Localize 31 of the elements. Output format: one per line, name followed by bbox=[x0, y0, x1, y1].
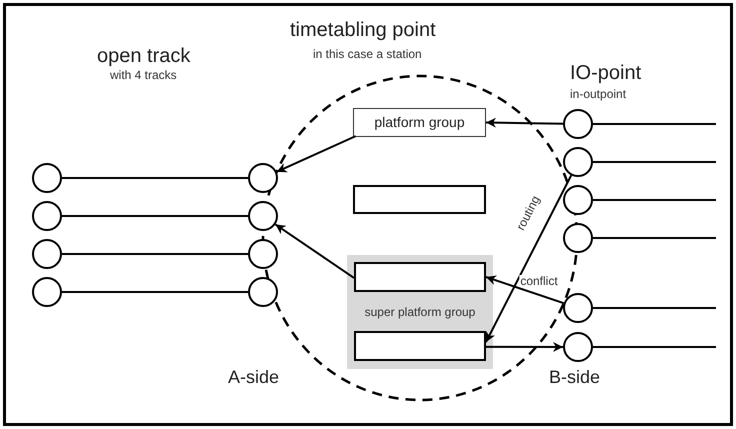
track-line bbox=[62, 177, 248, 179]
track-line bbox=[62, 291, 248, 293]
subheading: in this case a station bbox=[313, 48, 422, 60]
track-line bbox=[62, 215, 248, 217]
edge-label: conflict bbox=[519, 275, 559, 287]
track-line bbox=[593, 346, 716, 348]
platform-box bbox=[354, 262, 486, 292]
text-label: IO-point bbox=[570, 63, 642, 83]
heading: timetabling point bbox=[290, 20, 436, 40]
platform-group-box: platform group bbox=[353, 108, 486, 137]
text-label: B-side bbox=[549, 368, 600, 386]
text-label: with 4 tracks bbox=[110, 69, 177, 81]
track-line bbox=[593, 199, 716, 201]
track-line bbox=[593, 307, 716, 309]
arrow bbox=[486, 118, 564, 128]
arrow bbox=[486, 275, 564, 304]
arrow bbox=[485, 174, 572, 343]
super-platform-group-band bbox=[347, 255, 493, 369]
arrow bbox=[486, 342, 563, 352]
track-line bbox=[593, 161, 716, 163]
arrow bbox=[274, 224, 355, 279]
platform-box bbox=[353, 185, 486, 214]
track-line bbox=[62, 253, 248, 255]
text-label: open track bbox=[97, 46, 190, 66]
text-label: A-side bbox=[228, 368, 280, 386]
arrow bbox=[276, 135, 356, 173]
track-line bbox=[593, 237, 716, 239]
platform-box bbox=[354, 331, 486, 361]
band-label: super platform group bbox=[364, 306, 476, 318]
text-label: in-outpoint bbox=[570, 88, 626, 100]
track-line bbox=[593, 123, 716, 125]
